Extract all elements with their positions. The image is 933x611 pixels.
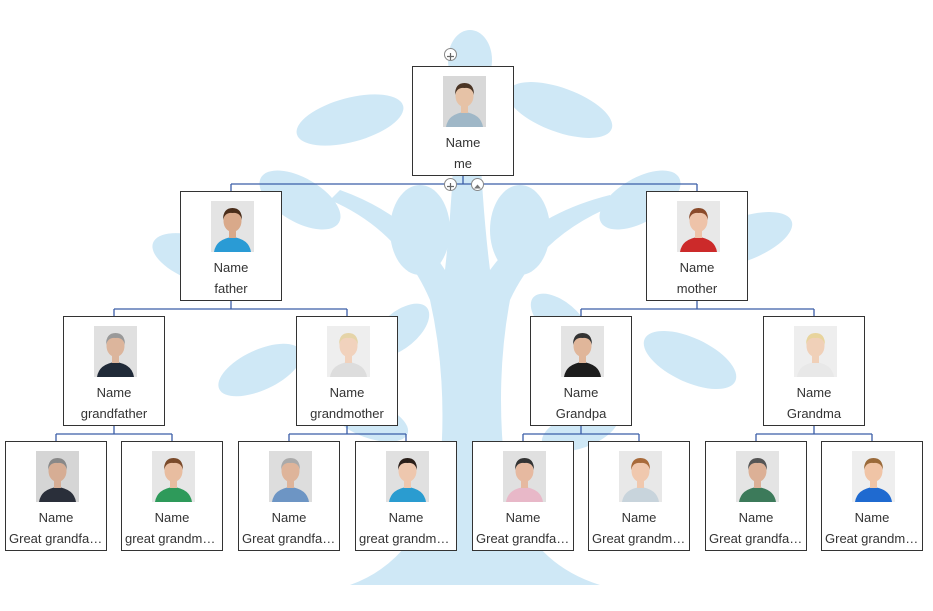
person-photo: [36, 451, 79, 502]
person-card-grandfather[interactable]: Name grandfather: [63, 316, 165, 426]
person-relation: Great grandfather: [9, 531, 103, 546]
person-relation: Grandpa: [555, 406, 607, 421]
person-relation: me: [453, 156, 473, 171]
person-card-grandmother[interactable]: Name grandmother: [296, 316, 398, 426]
person-photo: [443, 76, 486, 127]
person-name: Name: [796, 385, 832, 400]
person-card-gg3[interactable]: Name Great grandfather: [238, 441, 340, 551]
person-name: Name: [854, 510, 890, 525]
add-child-button[interactable]: [444, 178, 457, 191]
person-photo: [327, 326, 370, 377]
person-name: Name: [271, 510, 307, 525]
person-card-gg7[interactable]: Name Great grandfather: [705, 441, 807, 551]
person-name: Name: [621, 510, 657, 525]
triangle-up-icon: [474, 184, 481, 189]
person-photo: [211, 201, 254, 252]
person-card-mother[interactable]: Name mother: [646, 191, 748, 301]
person-relation: great grandmother: [125, 531, 219, 546]
person-card-gg8[interactable]: Name Great grandmother: [821, 441, 923, 551]
person-relation: Great grandmother: [825, 531, 919, 546]
person-card-father[interactable]: Name father: [180, 191, 282, 301]
person-name: Name: [213, 260, 249, 275]
person-relation: Great grandfather: [242, 531, 336, 546]
person-name: Name: [445, 135, 481, 150]
person-photo: [152, 451, 195, 502]
person-photo: [677, 201, 720, 252]
person-name: Name: [563, 385, 599, 400]
person-card-gg1[interactable]: Name Great grandfather: [5, 441, 107, 551]
person-name: Name: [679, 260, 715, 275]
person-name: Name: [505, 510, 541, 525]
person-relation: grandfather: [80, 406, 148, 421]
person-photo: [619, 451, 662, 502]
person-relation: great grandmother: [359, 531, 453, 546]
person-relation: mother: [676, 281, 718, 296]
person-card-gg5[interactable]: Name Great grandfather: [472, 441, 574, 551]
person-card-gg6[interactable]: Name Great grandmother: [588, 441, 690, 551]
person-name: Name: [154, 510, 190, 525]
collapse-button[interactable]: [471, 178, 484, 191]
plus-circle-icon: [447, 183, 454, 190]
person-name: Name: [738, 510, 774, 525]
person-photo: [94, 326, 137, 377]
person-photo: [269, 451, 312, 502]
person-relation: grandmother: [310, 406, 384, 421]
person-name: Name: [38, 510, 74, 525]
person-name: Name: [329, 385, 365, 400]
person-card-me[interactable]: Name me: [412, 66, 514, 176]
person-name: Name: [96, 385, 132, 400]
person-card-gg2[interactable]: Name great grandmother: [121, 441, 223, 551]
person-relation: Great grandmother: [592, 531, 686, 546]
person-card-grandpa[interactable]: Name Grandpa: [530, 316, 632, 426]
person-photo: [794, 326, 837, 377]
person-relation: father: [214, 281, 248, 296]
person-relation: Great grandfather: [709, 531, 803, 546]
person-photo: [386, 451, 429, 502]
person-photo: [503, 451, 546, 502]
person-name: Name: [388, 510, 424, 525]
person-photo: [736, 451, 779, 502]
plus-circle-icon: [447, 53, 454, 60]
add-parent-button[interactable]: [444, 48, 457, 61]
person-photo: [852, 451, 895, 502]
person-card-grandma[interactable]: Name Grandma: [763, 316, 865, 426]
person-relation: Grandma: [786, 406, 842, 421]
person-card-gg4[interactable]: Name great grandmother: [355, 441, 457, 551]
person-photo: [561, 326, 604, 377]
person-relation: Great grandfather: [476, 531, 570, 546]
